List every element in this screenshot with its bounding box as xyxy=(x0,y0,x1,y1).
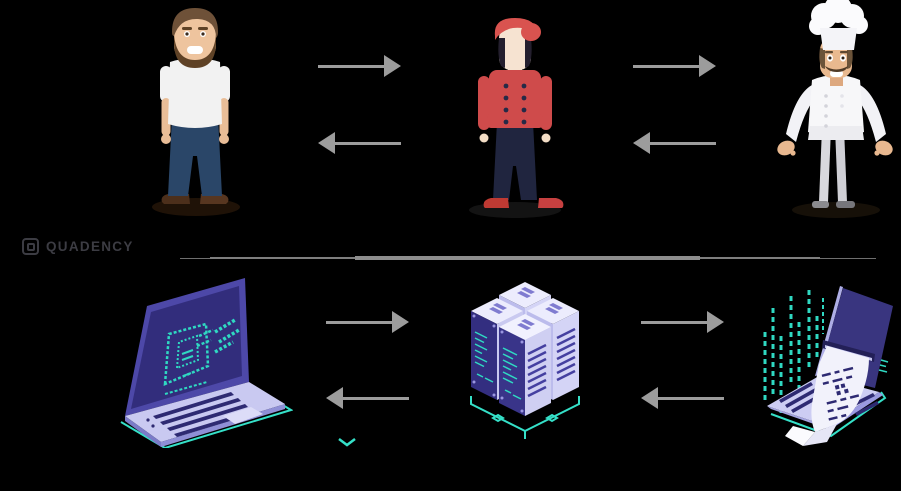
arrow-head xyxy=(318,132,335,154)
arrow-shaft xyxy=(641,320,708,324)
chef-illustration xyxy=(777,0,893,218)
arrow-shaft xyxy=(342,396,409,400)
quadency-logo-icon xyxy=(22,238,39,255)
arrow-left-icon xyxy=(633,132,716,154)
quadency-logo: QUADENCY xyxy=(22,238,134,255)
arrow-head xyxy=(641,387,658,409)
divider-segment xyxy=(700,257,820,259)
waiter-illustration xyxy=(469,18,564,218)
arrow-shaft xyxy=(657,396,724,400)
arrow-head xyxy=(384,55,401,77)
arrow-head xyxy=(707,311,724,333)
section-divider xyxy=(180,254,876,262)
arrow-left-icon xyxy=(318,132,401,154)
divider-segment xyxy=(820,257,876,259)
divider-segment xyxy=(210,257,355,259)
arrow-head xyxy=(392,311,409,333)
arrow-right-icon xyxy=(633,55,716,77)
laptop-code-illustration xyxy=(120,278,293,448)
arrow-head xyxy=(699,55,716,77)
arrow-shaft xyxy=(633,64,700,68)
arrow-head xyxy=(326,387,343,409)
arrow-left-icon xyxy=(641,387,724,409)
arrow-right-icon xyxy=(641,311,724,333)
arrow-right-icon xyxy=(326,311,409,333)
arrow-shaft xyxy=(318,64,385,68)
arrow-shaft xyxy=(326,320,393,324)
api-row xyxy=(0,260,901,491)
arrow-shaft xyxy=(649,141,716,145)
divider-segment xyxy=(180,257,210,259)
divider-segment xyxy=(355,256,700,260)
restaurant-row xyxy=(0,0,901,230)
teal-chevron-icon xyxy=(338,438,356,447)
arrow-shaft xyxy=(334,141,401,145)
arrow-head xyxy=(633,132,650,154)
customer-illustration xyxy=(152,8,240,216)
server-cluster-illustration xyxy=(470,282,580,439)
laptop-receipt-illustration xyxy=(763,286,893,446)
arrow-right-icon xyxy=(318,55,401,77)
brand-name: QUADENCY xyxy=(46,239,134,254)
arrow-left-icon xyxy=(326,387,409,409)
